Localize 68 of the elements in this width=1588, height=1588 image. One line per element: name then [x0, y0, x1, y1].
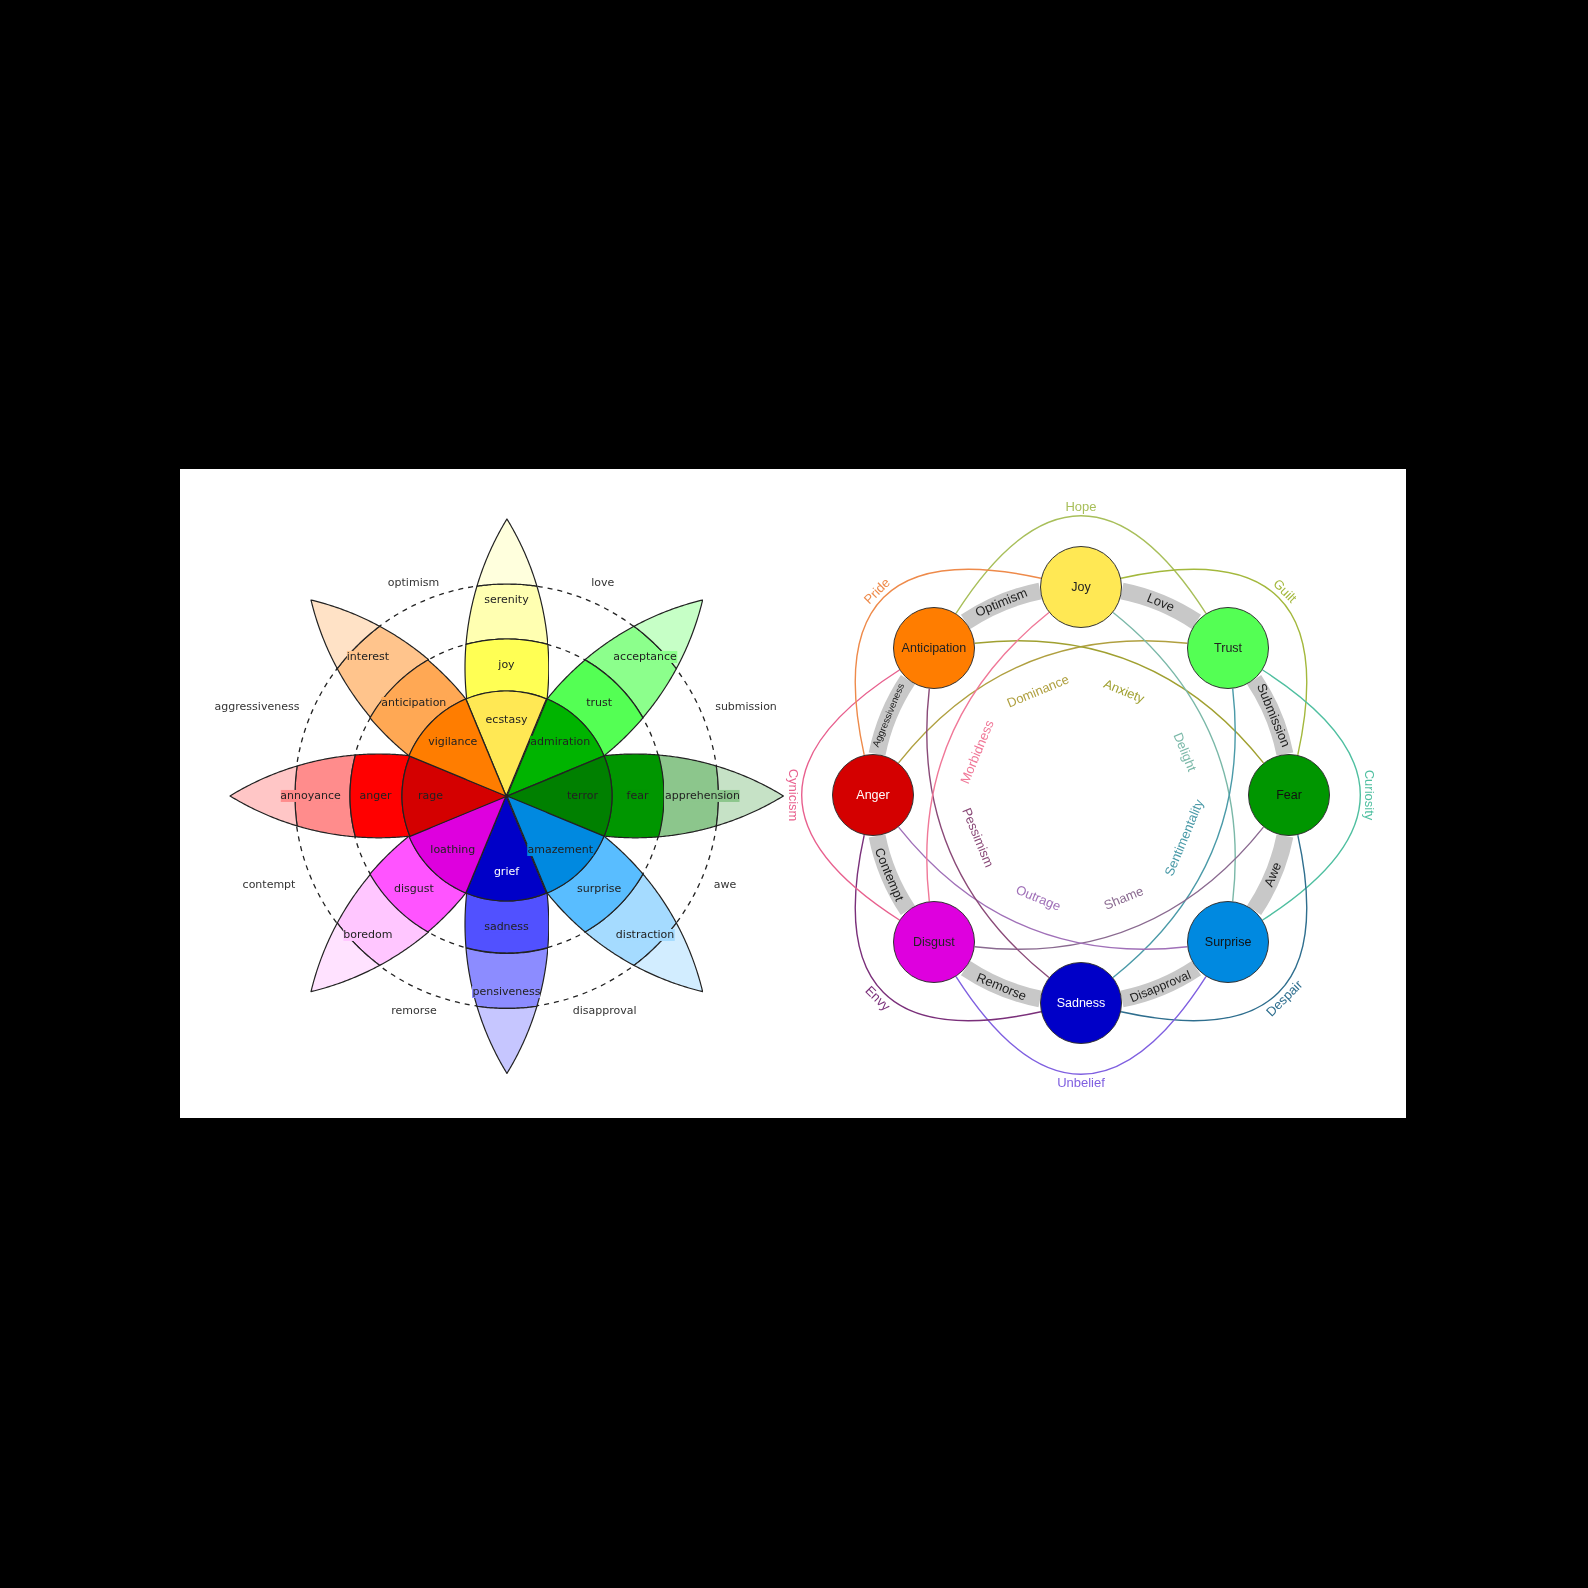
dyad-label: aggressiveness	[214, 699, 300, 713]
edge-label: Shame	[1102, 884, 1146, 913]
petal-segment	[464, 518, 549, 646]
dyad-label: submission	[715, 699, 777, 713]
emotion-label: loathing	[430, 843, 476, 856]
connector-curve	[897, 826, 1189, 950]
emotion-label: annoyance	[280, 789, 341, 803]
dyad-label: disapproval	[572, 1003, 637, 1017]
emotion-label: Fear	[1276, 788, 1302, 802]
connector-curve	[955, 515, 1207, 615]
connector-band	[1119, 582, 1201, 630]
emotion-label: Anticipation	[901, 640, 967, 655]
emotion-label: pensiveness	[472, 985, 541, 999]
connector-curve	[973, 826, 1265, 950]
emotion-label: Trust	[1214, 640, 1243, 655]
emotion-label: ecstasy	[485, 713, 528, 727]
edge-label: Love	[1144, 590, 1177, 615]
connector-curve	[1120, 568, 1308, 756]
petal-segment	[657, 754, 785, 838]
connector-curve	[926, 687, 1050, 979]
connector-band	[1246, 833, 1294, 915]
emotion-label: Sadness	[1056, 996, 1106, 1010]
emotion-label: grief	[493, 865, 520, 879]
emotion-label: amazement	[527, 843, 593, 856]
emotion-label: acceptance	[613, 651, 677, 664]
connector-curve	[897, 640, 1189, 764]
connector-curve	[801, 669, 901, 921]
connector-band	[961, 582, 1043, 630]
connector-curve	[854, 568, 1042, 756]
emotion-label: boredom	[343, 928, 393, 941]
dyad-label: contempt	[242, 877, 296, 890]
connector-curve	[926, 611, 1050, 903]
emotion-label: Joy	[1071, 580, 1091, 594]
edge-label: Cynicism	[785, 768, 801, 822]
connector-band	[1119, 960, 1201, 1008]
emotion-label: serenity	[484, 593, 529, 607]
connector-curve	[1112, 611, 1236, 903]
dyad-label: love	[591, 575, 615, 589]
emotion-label: vigilance	[428, 736, 478, 749]
petal-segment	[464, 946, 549, 1074]
connector-curve	[1112, 687, 1236, 979]
connector-band	[868, 675, 916, 757]
emotion-label: joy	[498, 658, 515, 672]
emotion-label: disgust	[393, 882, 434, 895]
connector-curve	[854, 834, 1042, 1022]
edge-label: Hope	[1065, 499, 1097, 515]
connector-band	[868, 833, 916, 915]
edge-label: Delight	[1170, 730, 1199, 774]
edge-label: Curiosity	[1361, 769, 1377, 821]
connector-curve	[1120, 834, 1308, 1022]
dyad-label: awe	[713, 877, 737, 890]
connector-curve	[1261, 669, 1361, 921]
dyad-label: remorse	[391, 1003, 437, 1017]
emotion-label: Surprise	[1204, 935, 1252, 950]
connector-band	[961, 960, 1043, 1008]
edge-label: Unbelief	[1057, 1075, 1105, 1091]
emotion-label: Disgust	[913, 935, 955, 950]
emotion-label: distraction	[615, 928, 675, 941]
connector-band	[1246, 675, 1294, 757]
emotion-label: apprehension	[665, 789, 740, 803]
emotion-label: anticipation	[381, 697, 447, 710]
dyad-label: optimism	[387, 575, 440, 589]
connector-curve	[973, 640, 1265, 764]
petal-segment	[228, 754, 356, 838]
connector-curve	[955, 975, 1207, 1075]
edge-label: Awe	[1261, 860, 1285, 889]
emotion-label: surprise	[576, 882, 622, 895]
emotion-label: Anger	[856, 788, 890, 802]
